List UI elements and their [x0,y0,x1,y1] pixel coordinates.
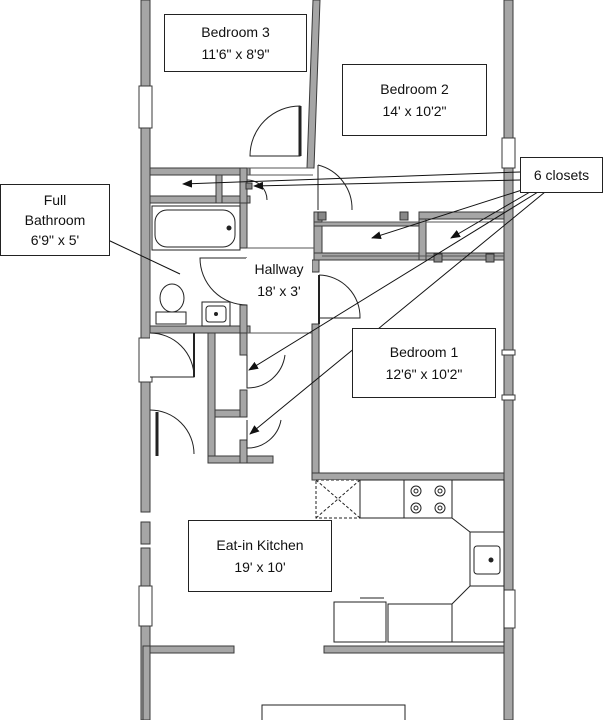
stove [403,479,453,519]
lower-room-label-box [261,704,406,720]
right-wall-bottom [503,627,514,720]
arrow-to-closet-a [182,171,521,188]
bedroom2-size: 14' x 10'2" [382,103,447,119]
bedroom3-name: Bedroom 3 [201,24,270,40]
hall-closet-post [239,389,248,418]
bedroom3-door [249,105,301,157]
closet-rod-marks [245,182,495,263]
kitchen-fixtures [315,479,505,643]
left-wall-mid [140,381,151,513]
arrow-to-closet-e [248,191,539,371]
dishwasher [333,601,387,643]
bedroom1-door [318,274,361,319]
toilet-bowl [159,283,185,313]
kitchen-size: 19' x 10' [234,559,286,575]
right-wall-mid [503,354,514,396]
window-markers [138,85,516,629]
hallway-name: Hallway [254,261,304,277]
arrow-to-closet-f [249,191,546,435]
left-wall-top [140,0,151,87]
hall-closet-wall-right [239,332,248,356]
bathtub-inner [154,209,236,248]
right-wall-top [503,0,514,139]
interior-walls [149,0,505,481]
toilet-tank [155,311,187,325]
kitchen-name: Eat-in Kitchen [216,537,304,553]
closet-post-2 [215,174,223,204]
bathroom-fixtures [151,205,241,327]
bedroom2-bottom-wall-2 [313,221,420,227]
kitchen-sink [473,545,501,575]
hall-wall-right-upper [311,259,320,273]
lower-room-wall-right [323,645,505,654]
bathroom-leader-line [107,239,181,275]
bedroom1-name: Bedroom 1 [389,344,459,360]
bedroom1-bottom-wall [311,472,505,481]
hall-closet-door-2 [246,419,282,449]
counter-bottom-right [451,585,505,643]
bedroom3-label: Bedroom 3 11'6" x 8'9" [164,14,307,72]
left-wall-low [140,521,151,545]
doors [149,105,361,456]
arrow-to-closet-c [371,189,523,240]
closet-top-wall [418,211,505,220]
left-wall-upper [140,127,151,339]
lower-counter [387,603,453,643]
kitchen-label: Eat-in Kitchen 19' x 10' [188,520,332,592]
bedroom2-door [317,164,353,211]
thresholds [247,167,504,334]
closet-callout-arrows [182,171,546,435]
lower-room-wall-left [149,645,235,654]
bath-door [199,257,248,306]
counter-top-1 [359,479,405,519]
arrow-to-closet-b [253,179,521,190]
bathroom-name-line1: Full [43,192,67,208]
bedroom3-size: 11'6" x 8'9" [201,46,270,62]
hallway-size: 18' x 3' [257,283,301,299]
bedroom1-size: 12'6" x 10'2" [385,366,463,382]
bedroom1-left-wall [311,323,320,481]
bedroom1-label: Bedroom 1 12'6" x 10'2" [352,328,496,398]
left-wall-lower [140,547,151,587]
bedroom2-label: Bedroom 2 14' x 10'2" [342,64,487,136]
bath-right-wall [239,202,248,249]
bathroom-label: Full Bathroom 6'9" x 5' [0,184,110,256]
bedroom3-bottom-wall [149,167,251,176]
bedroom2-name: Bedroom 2 [380,81,449,97]
hallway-label: Hallway 18' x 3' [246,258,312,302]
arrow-to-closet-d [450,191,531,239]
bath-bottom-wall [149,325,251,334]
entry-door-2 [149,409,195,455]
hall-wall-down [239,439,248,464]
counter-right [451,479,505,533]
closets-callout-text: 6 closets [533,167,590,183]
bedroom-divider-wall [306,0,321,169]
bathroom-name-line2: Bathroom [24,212,86,228]
closets-callout-label: 6 closets [520,157,603,193]
bedroom3-bottom-wall-b [149,195,251,204]
lower-room-post-left [142,645,151,720]
hall-closet-wall-left [207,332,216,464]
bathroom-size: 6'9" x 5' [30,232,80,248]
right-wall-lower [503,399,514,591]
bath-right-lower [239,304,248,334]
fridge [315,479,361,519]
entry-door-1 [149,332,195,378]
